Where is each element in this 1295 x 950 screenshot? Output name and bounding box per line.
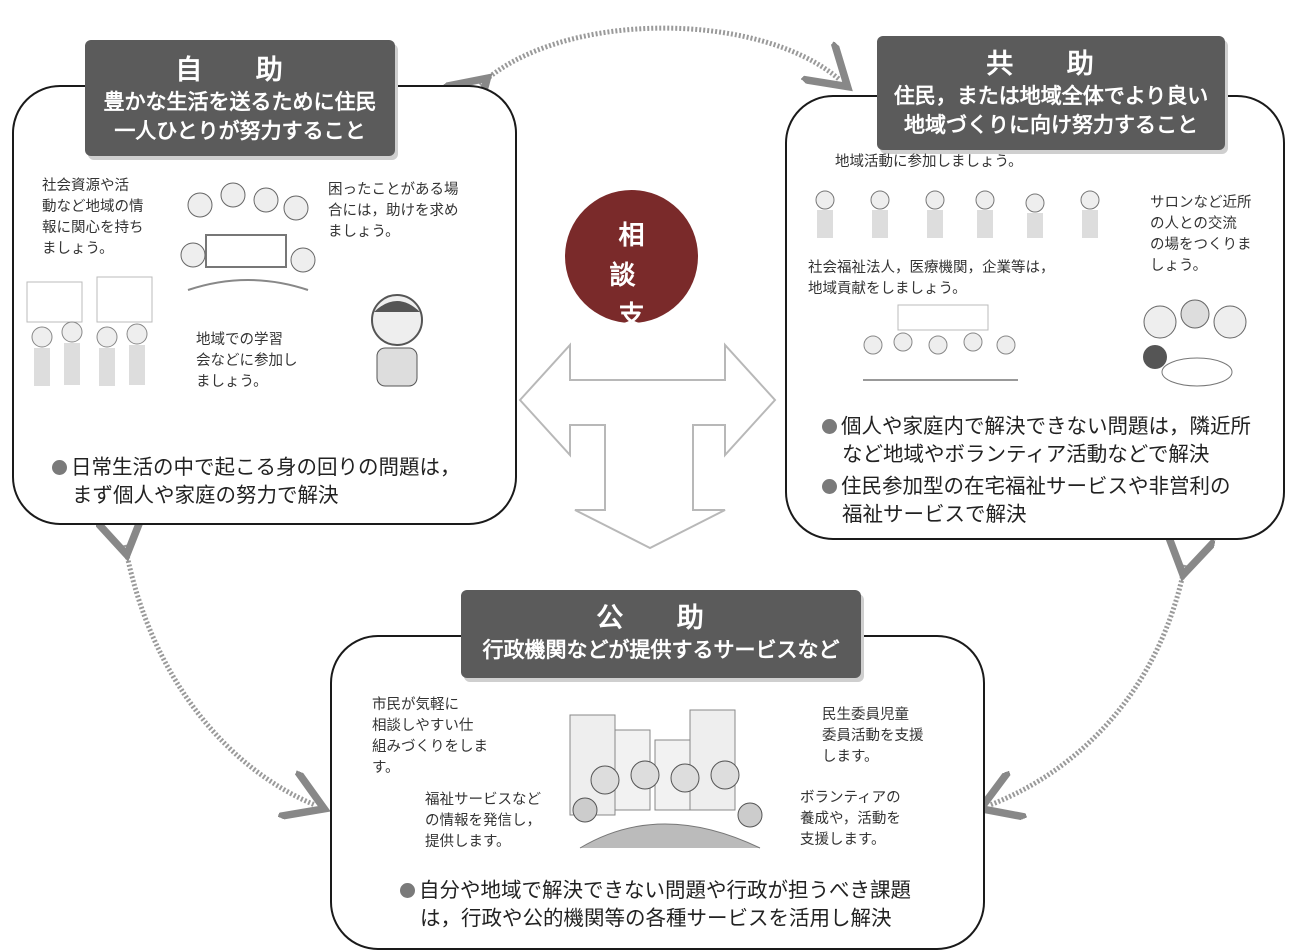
public-help-note-information: 福祉サービスなど の情報を発信し， 提供します。 <box>425 792 541 850</box>
illustration-salon-gathering <box>1143 299 1247 387</box>
center-line-1: 相 談 <box>609 221 707 291</box>
public-help-note-commissioners: 民生委員児童 委員活動を支援 します。 <box>822 707 924 765</box>
consultation-support-circle: 相 談 支 援 <box>565 190 707 371</box>
mutual-help-subtitle-2: 地域づくりに向け努力すること <box>904 113 1198 137</box>
mutual-help-note-salon: サロンなど近所 の人との交流 の場をつくりま しょう。 <box>1150 195 1252 274</box>
self-help-subtitle-2: 一人ひとりが努力すること <box>114 119 366 143</box>
self-help-bullet-1-cont: まず個人や家庭の努力で解決 <box>72 483 339 507</box>
mutual-help-bullet-2-cont: 福祉サービスで解決 <box>842 502 1027 526</box>
illustration-worried-boy <box>371 294 423 387</box>
bullet-dot-icon <box>52 460 67 475</box>
illustration-city-residents <box>569 709 763 849</box>
illustration-family-meeting <box>180 182 316 291</box>
t-arrow <box>518 342 777 550</box>
self-help-panel <box>12 85 517 525</box>
mutual-help-bullet-1: 個人や家庭内で解決できない問題は，隣近所 <box>822 412 1251 440</box>
public-help-note-consultation: 市民が気軽に 相談しやすい仕 組みづくりをしま す。 <box>372 697 488 776</box>
mutual-help-title: 共 助 <box>986 49 1116 80</box>
self-help-title: 自 助 <box>175 55 305 86</box>
mutual-help-bullet-2: 住民参加型の在宅福祉サービスや非営利の <box>822 472 1231 500</box>
mutual-help-note-corporations: 社会福祉法人，医療機関，企業等は， 地域貢献をしましょう。 <box>808 260 1055 297</box>
self-help-note-study: 地域での学習 会などに参加し ましょう。 <box>196 332 298 390</box>
public-help-bullet-1: 自分や地域で解決できない問題や行政が担うべき課題 <box>400 876 911 904</box>
center-line-2: 支 援 <box>609 301 707 371</box>
mutual-help-bullet-1-cont: など地域やボランティア活動などで解決 <box>842 442 1210 466</box>
public-help-title: 公 助 <box>596 603 726 634</box>
bullet-dot-icon <box>822 479 837 494</box>
arrow-left <box>125 545 315 805</box>
illustration-volunteers-group <box>863 304 1018 381</box>
bullet-dot-icon <box>822 419 837 434</box>
arrow-top <box>480 25 840 85</box>
bullet-dot-icon <box>400 883 415 898</box>
illustration-community-people <box>815 190 1100 238</box>
arrow-right <box>990 565 1185 805</box>
self-help-title-box: 自 助 豊かな生活を送るために住民 一人ひとりが努力すること <box>85 40 395 156</box>
public-help-bullet-1-cont: は，行政や公的機関等の各種サービスを活用し解決 <box>420 906 892 930</box>
illustration-neighborhood <box>26 276 153 386</box>
self-help-bullet-1: 日常生活の中で起こる身の回りの問題は， <box>52 453 461 481</box>
self-help-subtitle-1: 豊かな生活を送るために住民 <box>103 90 377 114</box>
mutual-help-subtitle-1: 住民，または地域全体でより良い <box>893 84 1209 108</box>
mutual-help-title-box: 共 助 住民，または地域全体でより良い 地域づくりに向け努力すること <box>877 36 1225 150</box>
public-help-subtitle-1: 行政機関などが提供するサービスなど <box>482 638 840 662</box>
self-help-note-resources: 社会資源や活 動など地域の情 報に関心を持ち ましょう。 <box>42 178 144 257</box>
self-help-note-ask-help: 困ったことがある場 合には，助けを求め ましょう。 <box>328 182 459 240</box>
public-help-note-volunteers: ボランティアの 養成や，活動を 支援します。 <box>800 790 901 848</box>
mutual-help-note-activities: 地域活動に参加しましょう。 <box>835 154 1023 170</box>
public-help-title-box: 公 助 行政機関などが提供するサービスなど <box>461 590 861 678</box>
